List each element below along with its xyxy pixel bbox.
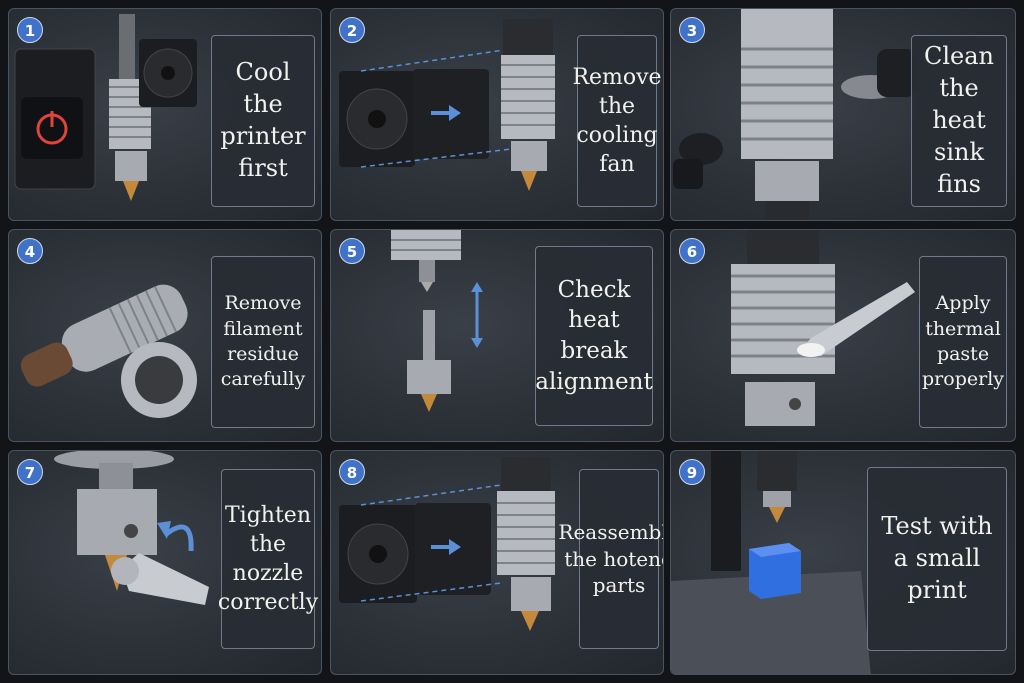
step-caption-2: Remove the cooling fan [572, 35, 662, 207]
step-number-6: 6 [679, 238, 705, 264]
instruction-grid: 1 [8, 8, 1016, 675]
step-caption-6: Apply thermal paste properly [919, 256, 1007, 428]
step-number-5: 5 [339, 238, 365, 264]
heatsink-cleaning-illustration [673, 9, 917, 220]
step-caption-9: Test with a small print [867, 467, 1007, 651]
nozzle-tightening-illustration [54, 451, 209, 605]
step-number-4: 4 [17, 238, 43, 264]
arrow-icon [431, 539, 461, 555]
step-number-1: 1 [17, 17, 43, 43]
step-number-3: 3 [679, 17, 705, 43]
step-panel-7: 7 Tighten the nozzle correctly [8, 450, 322, 675]
step-panel-8: 8 Reassemble the [330, 450, 664, 675]
step-panel-3: 3 Clean the heat sink fins [670, 8, 1016, 221]
wrench-icon [111, 553, 209, 605]
step-caption-3: Clean the heat sink fins [911, 35, 1007, 207]
arrow-icon [471, 282, 483, 348]
heatbreak-residue-illustration [20, 284, 197, 418]
step-number-9: 9 [679, 459, 705, 485]
fan-icon [339, 71, 415, 167]
thermal-paste-illustration [731, 230, 915, 426]
hotend-illustration [14, 14, 197, 201]
step-caption-5: Check heat break alignment [535, 246, 653, 426]
arrow-icon [157, 521, 194, 552]
fan-icon [339, 505, 417, 603]
fan-removal-illustration [339, 19, 555, 191]
spatula-icon [797, 282, 915, 357]
reassembly-illustration [339, 457, 555, 631]
step-caption-1: Cool the printer first [211, 35, 315, 207]
step-number-8: 8 [339, 459, 365, 485]
test-print-illustration [671, 451, 871, 674]
step-caption-8: Reassemble the hotend parts [558, 469, 663, 649]
alignment-illustration [391, 230, 483, 412]
step-panel-2: 2 Remove the coo [330, 8, 664, 221]
step-panel-9: 9 Test with a small print [670, 450, 1016, 675]
step-panel-5: 5 Check heat break alignment [330, 229, 664, 442]
cube-icon [749, 543, 801, 599]
step-number-7: 7 [17, 459, 43, 485]
step-caption-4: Remove filament residue carefully [211, 256, 315, 428]
step-panel-1: 1 [8, 8, 322, 221]
power-icon [21, 97, 83, 159]
step-caption-7: Tighten the nozzle correctly [218, 469, 318, 649]
brush-icon [673, 133, 723, 189]
step-panel-4: 4 Remove filament residue carefully [8, 229, 322, 442]
step-number-2: 2 [339, 17, 365, 43]
arrow-icon [431, 105, 461, 121]
fan-icon [139, 39, 197, 107]
step-panel-6: 6 Apply thermal paste properly [670, 229, 1016, 442]
